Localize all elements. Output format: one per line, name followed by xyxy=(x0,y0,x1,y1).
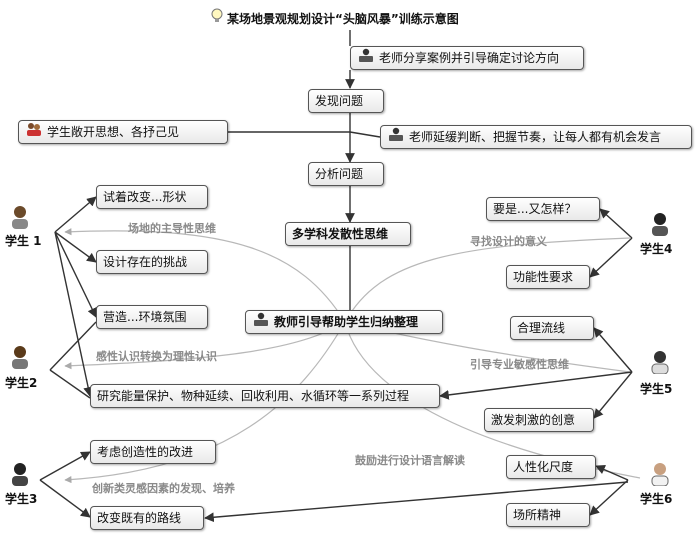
idea-stimulate: 激发刺激的创意 xyxy=(484,408,594,432)
idea-humanized-scale: 人性化尺度 xyxy=(506,455,596,479)
students-open-node: 学生敞开思想、各抒己见 xyxy=(18,120,228,144)
teacher-delay-node: 老师延缓判断、把握节奏，让每人都有机会发言 xyxy=(380,125,692,149)
idea-energy-process: 研究能量保护、物种延续、回收利用、水循环等一系列过程 xyxy=(90,384,440,408)
idea-change-path-text: 改变既有的路线 xyxy=(97,511,182,525)
student-avatar-icon xyxy=(12,346,28,369)
teacher-intro-text: 老师分享案例并引导确定讨论方向 xyxy=(379,51,560,65)
idea-challenge-text: 设计存在的挑战 xyxy=(103,255,188,269)
analyze-problem-text: 分析问题 xyxy=(315,167,364,181)
analyze-problem-node: 分析问题 xyxy=(308,162,384,186)
students-open-text: 学生敞开思想、各抒己见 xyxy=(47,125,180,139)
idea-reasonable-flow-text: 合理流线 xyxy=(517,321,566,335)
idea-consider-creative: 考虑创造性的改进 xyxy=(90,440,216,464)
idea-function-req: 功能性要求 xyxy=(506,265,590,289)
students-group-icon xyxy=(25,122,43,142)
idea-place-spirit-text: 场所精神 xyxy=(513,508,562,522)
student-4-label: 学生4 xyxy=(640,242,673,256)
idea-energy-process-text: 研究能量保护、物种延续、回收利用、水循环等一系列过程 xyxy=(97,389,410,403)
idea-try-change-text: 试着改变...形状 xyxy=(103,190,187,204)
student-3-label: 学生3 xyxy=(5,492,38,506)
idea-humanized-scale-text: 人性化尺度 xyxy=(513,460,574,474)
teacher-delay-text: 老师延缓判断、把握节奏，让每人都有机会发言 xyxy=(409,130,662,144)
student-2-label: 学生2 xyxy=(5,376,38,390)
theme-perceptual: 感性认识转换为理性认识 xyxy=(96,350,217,363)
theme-find-meaning: 寻找设计的意义 xyxy=(470,235,547,248)
student-1-label: 学生 1 xyxy=(5,234,42,248)
idea-consider-creative-text: 考虑创造性的改进 xyxy=(97,445,194,459)
idea-stimulate-text: 激发刺激的创意 xyxy=(491,413,576,427)
teacher-intro-node: 老师分享案例并引导确定讨论方向 xyxy=(350,46,584,70)
student-avatar-icon xyxy=(651,463,669,486)
idea-place-spirit: 场所精神 xyxy=(506,503,590,527)
lightbulb-icon xyxy=(211,8,223,30)
idea-change-path: 改变既有的路线 xyxy=(90,506,204,530)
teacher-summary-text: 教师引导帮助学生归纳整理 xyxy=(274,315,419,329)
idea-what-if-text: 要是...又怎样？ xyxy=(493,202,577,216)
find-problem-text: 发现问题 xyxy=(315,94,364,108)
theme-professional: 引导专业敏感性思维 xyxy=(470,358,569,371)
theme-site-thinking: 场地的主导性思维 xyxy=(128,222,216,235)
student-6-label: 学生6 xyxy=(640,492,673,506)
multi-discipline-node: 多学科发散性思维 xyxy=(285,222,411,246)
teacher-podium-icon xyxy=(252,312,270,332)
teacher-podium-icon xyxy=(387,127,405,147)
student-avatar-icon xyxy=(12,463,28,486)
theme-language: 鼓励进行设计语言解读 xyxy=(355,454,465,467)
student-avatar-icon xyxy=(651,351,669,374)
teacher-summary-node: 教师引导帮助学生归纳整理 xyxy=(245,310,443,334)
idea-function-req-text: 功能性要求 xyxy=(513,270,574,284)
idea-what-if: 要是...又怎样？ xyxy=(486,197,600,221)
diagram-title: 某场地景观规划设计“头脑风暴”训练示意图 xyxy=(205,7,495,31)
idea-challenge: 设计存在的挑战 xyxy=(96,250,208,274)
title-text: 某场地景观规划设计“头脑风暴”训练示意图 xyxy=(227,12,459,26)
theme-inspiration: 创新类灵感因素的发现、培养 xyxy=(92,482,235,495)
idea-reasonable-flow: 合理流线 xyxy=(510,316,594,340)
student-avatar-icon xyxy=(652,213,668,236)
idea-create-atmosphere: 营造...环境氛围 xyxy=(96,305,208,329)
student-avatar-icon xyxy=(12,206,28,229)
multi-discipline-text: 多学科发散性思维 xyxy=(292,227,389,241)
idea-create-atmosphere-text: 营造...环境氛围 xyxy=(103,310,187,324)
find-problem-node: 发现问题 xyxy=(308,89,384,113)
student-5-label: 学生5 xyxy=(640,382,673,396)
teacher-podium-icon xyxy=(357,48,375,68)
idea-try-change: 试着改变...形状 xyxy=(96,185,208,209)
